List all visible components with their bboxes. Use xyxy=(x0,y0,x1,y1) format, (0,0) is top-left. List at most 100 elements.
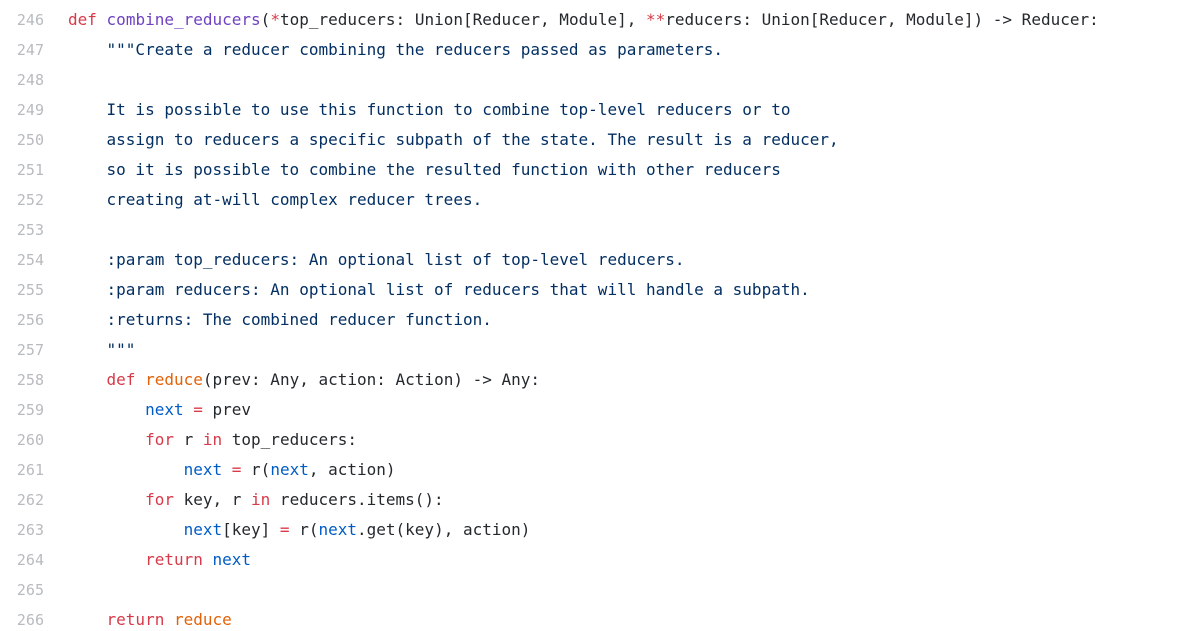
token-plain: reducers.items(): xyxy=(270,490,444,509)
line-number[interactable]: 253 xyxy=(16,221,44,239)
code-line: 251 so it is possible to combine the res… xyxy=(0,155,1180,185)
token-variable: reduce xyxy=(173,610,232,629)
token-plain: , action) xyxy=(308,460,396,479)
line-number[interactable]: 248 xyxy=(16,71,44,89)
line-number[interactable]: 258 xyxy=(16,371,44,389)
token-plain: r( xyxy=(241,460,271,479)
line-number[interactable]: 254 xyxy=(16,251,44,269)
code-line-text: :param top_reducers: An optional list of… xyxy=(68,245,685,275)
code-line-text: assign to reducers a specific subpath of… xyxy=(68,125,839,155)
token-keyword: for xyxy=(145,430,174,449)
token-string: """Create a reducer combining the reduce… xyxy=(68,40,724,59)
token-string: assign to reducers a specific subpath of… xyxy=(68,130,839,149)
code-line-text: :param reducers: An optional list of red… xyxy=(68,275,810,305)
line-number[interactable]: 262 xyxy=(16,491,44,509)
token-plain xyxy=(164,610,174,629)
code-line: 257 """ xyxy=(0,335,1180,365)
token-plain: top_reducers: xyxy=(222,430,357,449)
line-number[interactable]: 252 xyxy=(16,191,44,209)
line-number[interactable]: 255 xyxy=(16,281,44,299)
token-string: :returns: The combined reducer function. xyxy=(68,310,492,329)
code-line-text: return next xyxy=(68,545,251,575)
line-number[interactable]: 250 xyxy=(16,131,44,149)
line-number[interactable]: 259 xyxy=(16,401,44,419)
token-plain xyxy=(184,400,194,419)
code-line-text: def combine_reducers(*top_reducers: Unio… xyxy=(68,5,1099,35)
code-line: 248 xyxy=(0,65,1180,95)
token-plain: ( xyxy=(260,10,271,29)
code-line: 255 :param reducers: An optional list of… xyxy=(0,275,1180,305)
token-plain xyxy=(68,400,145,419)
line-number[interactable]: 247 xyxy=(16,41,44,59)
token-plain xyxy=(68,460,184,479)
token-string: creating at-will complex reducer trees. xyxy=(68,190,483,209)
token-keyword: in xyxy=(251,490,271,509)
code-line: 256 :returns: The combined reducer funct… xyxy=(0,305,1180,335)
token-string: """ xyxy=(68,340,136,359)
line-number[interactable]: 251 xyxy=(16,161,44,179)
token-keyword: ** xyxy=(646,10,666,29)
line-number[interactable]: 249 xyxy=(16,101,44,119)
token-string: so it is possible to combine the resulte… xyxy=(68,160,781,179)
code-line: 260 for r in top_reducers: xyxy=(0,425,1180,455)
code-line-text: next[key] = r(next.get(key), action) xyxy=(68,515,531,545)
token-plain: .get(key), action) xyxy=(357,520,531,539)
token-builtin: next xyxy=(145,400,184,419)
token-plain: prev xyxy=(202,400,252,419)
token-builtin: next xyxy=(318,520,357,539)
token-string: :param top_reducers: An optional list of… xyxy=(68,250,685,269)
token-plain xyxy=(222,460,232,479)
token-keyword: = xyxy=(231,460,242,479)
token-plain xyxy=(68,520,184,539)
code-area: 246 def combine_reducers(*top_reducers: U… xyxy=(0,5,1180,631)
code-line: 254 :param top_reducers: An optional lis… xyxy=(0,245,1180,275)
code-line: 266 return reduce xyxy=(0,605,1180,631)
line-number[interactable]: 264 xyxy=(16,551,44,569)
line-number[interactable]: 266 xyxy=(16,611,44,629)
line-number[interactable]: 263 xyxy=(16,521,44,539)
line-number[interactable]: 246 xyxy=(16,11,44,29)
code-line-text: return reduce xyxy=(68,605,232,631)
line-number[interactable]: 260 xyxy=(16,431,44,449)
code-line-text: so it is possible to combine the resulte… xyxy=(68,155,781,185)
token-builtin: next xyxy=(270,460,309,479)
code-line-text: """Create a reducer combining the reduce… xyxy=(68,35,724,65)
line-number[interactable]: 257 xyxy=(16,341,44,359)
token-plain: [key] xyxy=(222,520,280,539)
token-plain xyxy=(203,550,213,569)
line-number[interactable]: 256 xyxy=(16,311,44,329)
token-string: It is possible to use this function to c… xyxy=(68,100,791,119)
token-keyword: return xyxy=(145,550,203,569)
code-line: 250 assign to reducers a specific subpat… xyxy=(0,125,1180,155)
token-keyword: * xyxy=(270,10,280,29)
token-builtin: next xyxy=(183,460,223,479)
token-plain xyxy=(97,10,107,29)
code-line: 263 next[key] = r(next.get(key), action) xyxy=(0,515,1180,545)
code-line: 258 def reduce(prev: Any, action: Action… xyxy=(0,365,1180,395)
token-function: combine_reducers xyxy=(106,10,261,29)
token-keyword: def xyxy=(106,370,136,389)
code-line-text: for r in top_reducers: xyxy=(68,425,357,455)
code-line-text: for key, r in reducers.items(): xyxy=(68,485,444,515)
token-plain: top_reducers: Union[Reducer, Module], xyxy=(279,10,646,29)
code-line: 265 xyxy=(0,575,1180,605)
token-builtin: next xyxy=(212,550,252,569)
token-plain xyxy=(68,370,107,389)
code-line-text: next = r(next, action) xyxy=(68,455,396,485)
code-line: 264 return next xyxy=(0,545,1180,575)
line-number[interactable]: 261 xyxy=(16,461,44,479)
code-line: 249 It is possible to use this function … xyxy=(0,95,1180,125)
code-line-text: creating at-will complex reducer trees. xyxy=(68,185,483,215)
token-string: :param reducers: An optional list of red… xyxy=(68,280,810,299)
token-plain: (prev: Any, action: Action) -> Any: xyxy=(202,370,541,389)
token-keyword: return xyxy=(106,610,165,629)
token-keyword: = xyxy=(279,520,290,539)
line-number[interactable]: 265 xyxy=(16,581,44,599)
code-line: 247 """Create a reducer combining the re… xyxy=(0,35,1180,65)
token-keyword: for xyxy=(145,490,174,509)
token-plain xyxy=(68,610,107,629)
token-keyword: = xyxy=(193,400,203,419)
code-line: 262 for key, r in reducers.items(): xyxy=(0,485,1180,515)
token-plain xyxy=(68,550,145,569)
